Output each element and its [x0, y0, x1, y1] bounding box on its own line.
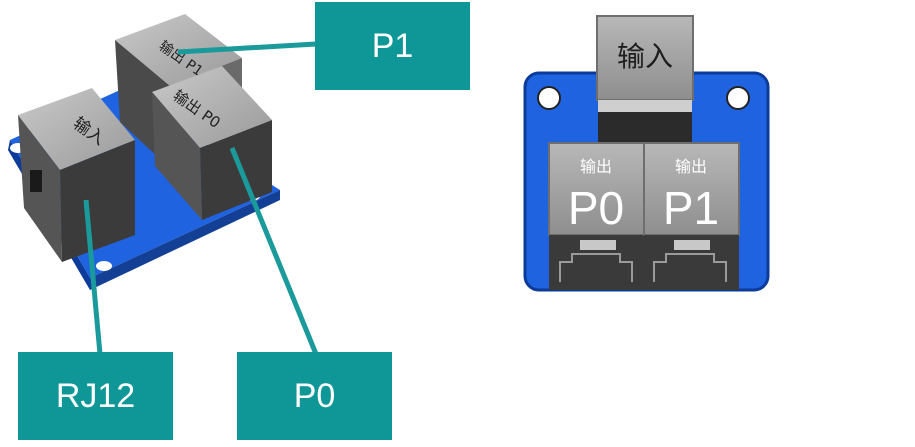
- leader-line-p0: [229, 147, 319, 355]
- mounting-hole: [537, 86, 561, 110]
- output-p1-small: 输出: [675, 157, 707, 176]
- output-p1-big: P1: [663, 182, 719, 234]
- callout-rj12: RJ12: [18, 352, 173, 440]
- output-jack-p1-front: [643, 142, 740, 290]
- output-jack-p0-front: [548, 142, 645, 290]
- mounting-hole: [726, 86, 750, 110]
- leader-line-p1: [177, 41, 317, 55]
- pcb-board-edge-right: [90, 190, 280, 290]
- callout-rj12-text: RJ12: [55, 376, 136, 415]
- leader-line-rj12: [83, 199, 103, 355]
- rj12-input-jack: [18, 88, 135, 262]
- callout-p0: P0: [237, 352, 392, 440]
- input-jack-label: 输入: [617, 40, 673, 73]
- callout-p1-text: P1: [371, 26, 414, 65]
- callout-p1: P1: [315, 2, 470, 90]
- callout-p0-text: P0: [293, 376, 336, 415]
- output-p0-small: 输出: [580, 157, 612, 176]
- isometric-module-view: 输入 输出 P1 输出 P0: [8, 14, 319, 355]
- mounting-hole: [96, 261, 112, 271]
- output-p0-big: P0: [568, 182, 624, 234]
- output-jack-p0: [152, 66, 272, 220]
- front-module-view: 输入 输出 P0 输出 P1: [523, 15, 770, 292]
